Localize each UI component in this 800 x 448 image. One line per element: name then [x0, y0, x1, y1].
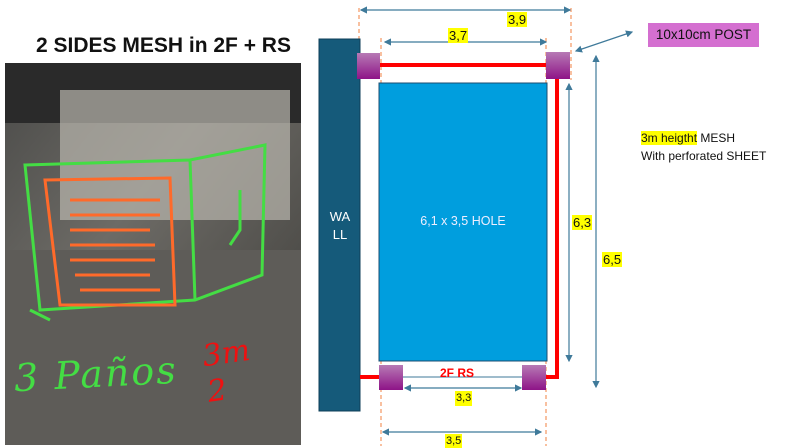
dim-bottom-width: 3,5: [445, 434, 463, 448]
note-line-2: With perforated SHEET: [641, 149, 767, 163]
hole: [378, 82, 548, 362]
green-sketch: [23, 143, 267, 322]
hole-label: 6,1 x 3,5 HOLE: [420, 214, 506, 228]
orange-sketch: [43, 176, 177, 307]
site-photo: [5, 63, 301, 445]
wall: [318, 38, 361, 412]
dim-overall-height: 6,5: [602, 252, 623, 267]
dim-bottom-inner: 3,3: [455, 391, 473, 406]
dim-top-width: 3,7: [448, 28, 469, 43]
note-highlight: 3m heigtht: [641, 131, 698, 145]
mesh-note: 3m heigtht MESH With perforated SHEET: [641, 129, 766, 165]
slide-title: 2 SIDES MESH in 2F + RS: [36, 34, 291, 57]
wall-label: WA LL: [319, 208, 361, 244]
dim-overall-width: 3,9: [507, 12, 528, 27]
handwriting-panels-note: 3 Paños: [12, 347, 179, 401]
posts: [357, 52, 570, 390]
wall-label-line-1: WA: [329, 209, 351, 224]
post-bottom-left: [379, 365, 403, 390]
dim-inner-height: 6,3: [572, 215, 593, 230]
post-top-left: [357, 53, 380, 79]
post-callout: 10x10cm POST: [648, 23, 759, 47]
post-top-right: [546, 52, 570, 79]
handwriting-height-note: 3m 2: [200, 332, 253, 410]
wall-label-line-2: LL: [332, 227, 348, 242]
dimension-lines: [359, 6, 634, 436]
rs-label: 2F RS: [440, 366, 475, 380]
post-bottom-right: [522, 365, 546, 390]
note-rest: MESH: [697, 131, 736, 145]
